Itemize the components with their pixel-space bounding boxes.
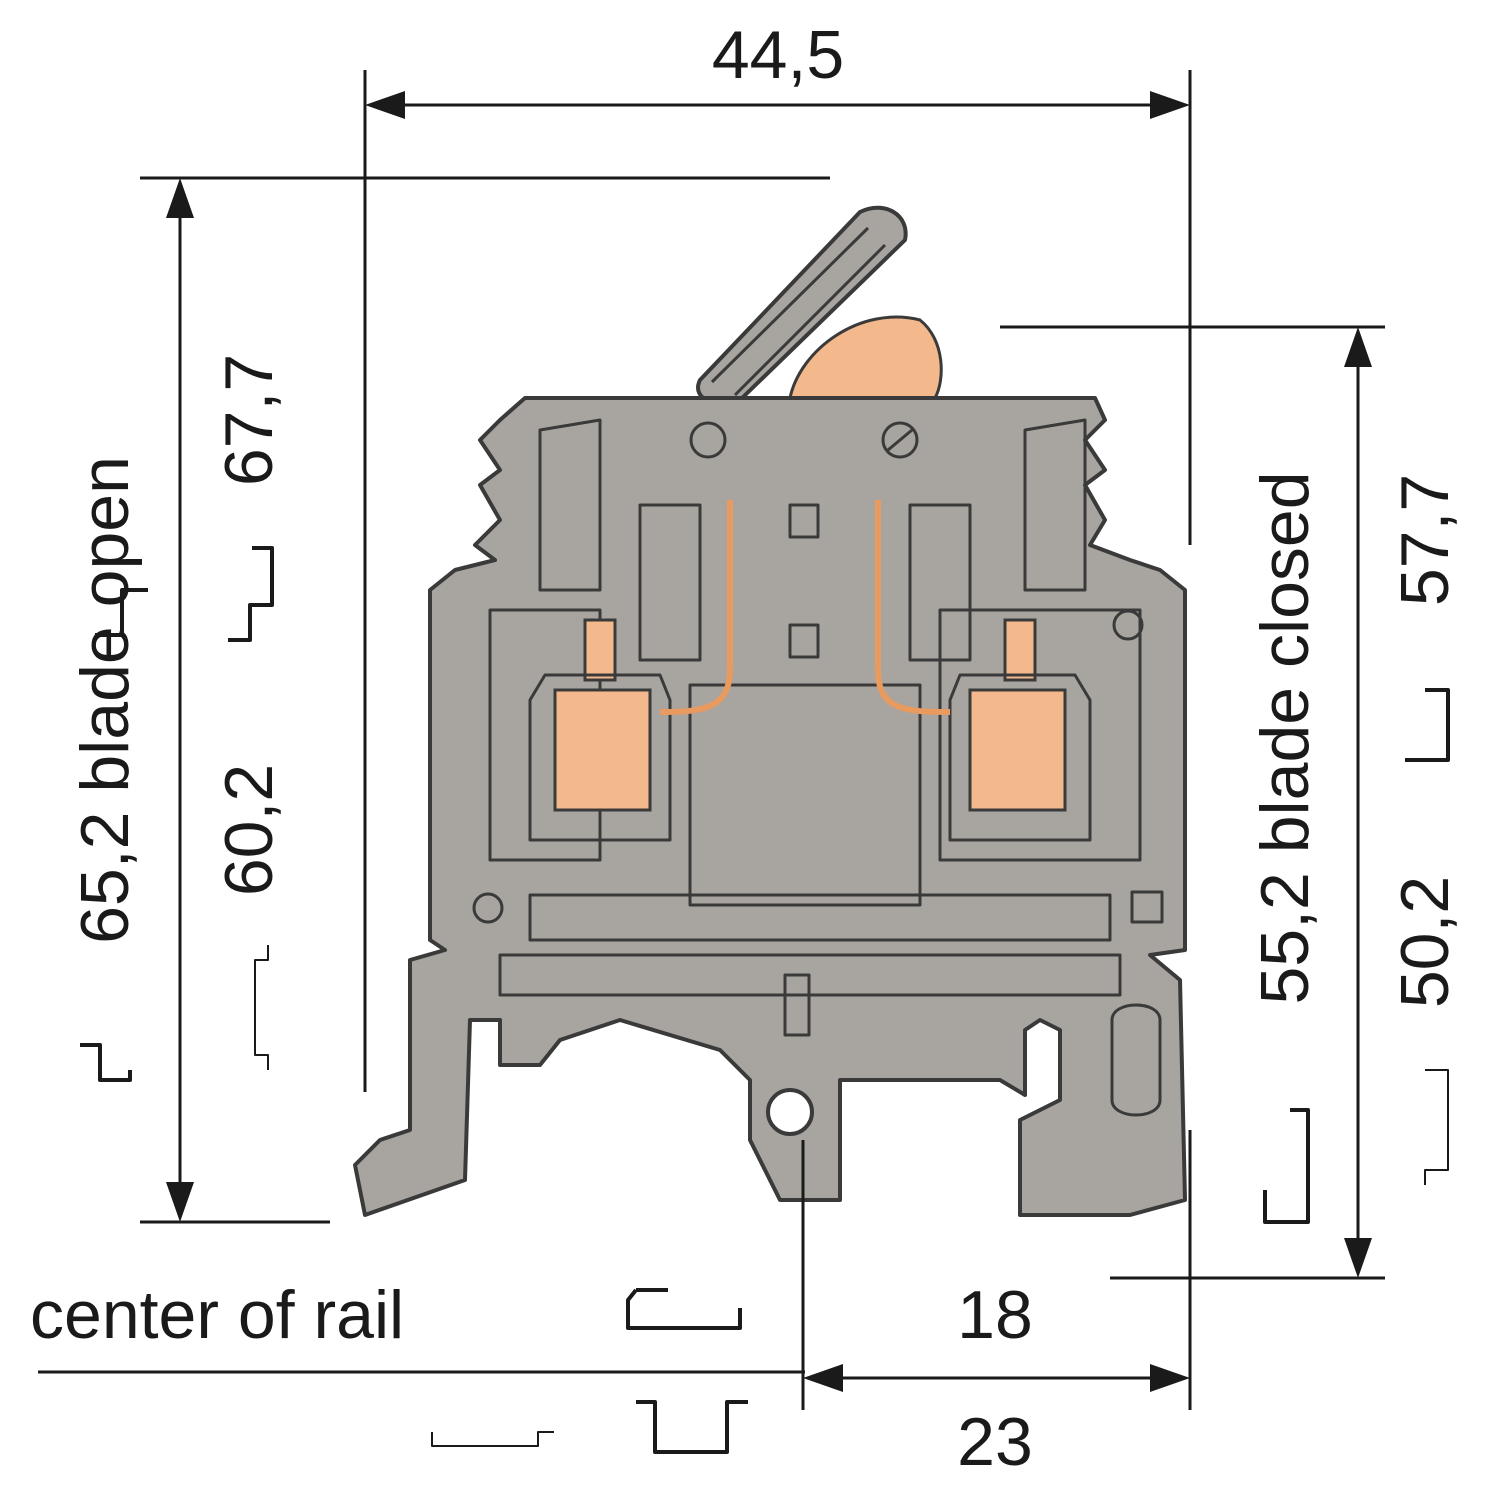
closed-height-label-c: 50,2 <box>1387 876 1463 1008</box>
knife-blade <box>696 205 943 406</box>
open-height-label-c: 60,2 <box>211 764 287 896</box>
right-clamp <box>875 500 1092 842</box>
rail-offset-bottom-label: 23 <box>957 1404 1033 1480</box>
width-total-label: 44,5 <box>712 17 844 93</box>
housing <box>353 396 1187 1217</box>
dimension-lines <box>38 70 1385 1410</box>
closed-height-label-b: 57,7 <box>1387 474 1463 606</box>
top-hat-rail-icon <box>80 546 1450 1224</box>
center-of-rail-label: center of rail <box>30 1277 404 1353</box>
g-rail-icon <box>626 1288 742 1330</box>
open-height-label-b: 67,7 <box>211 354 287 486</box>
terminal-block-body <box>353 205 1187 1217</box>
open-height-label-a: 65,2 blade open <box>67 456 143 944</box>
rail-offset-top-label: 18 <box>957 1277 1033 1353</box>
left-clamp <box>528 500 733 842</box>
closed-height-label-a: 55,2 blade closed <box>1247 471 1323 1004</box>
low-rail-icon <box>431 1400 748 1454</box>
